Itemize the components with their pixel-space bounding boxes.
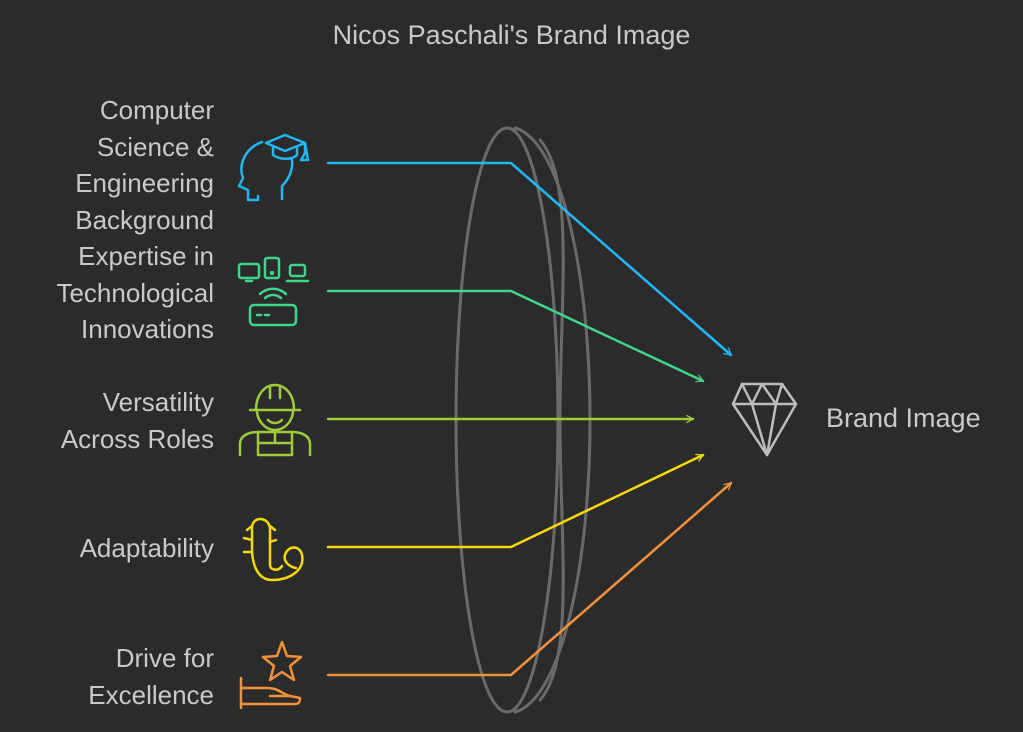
connector-tech <box>326 289 705 383</box>
label-line: Adaptability <box>79 533 214 563</box>
connector-cs <box>326 161 733 357</box>
label-line: Drive for <box>115 643 214 673</box>
input-label-drive: Drive for Excellence <box>88 640 214 713</box>
hand-star-icon <box>239 640 303 710</box>
devices-router-icon <box>237 256 310 327</box>
label-line: Excellence <box>88 679 214 710</box>
connector-adaptability <box>326 453 705 549</box>
label-line: Technological <box>56 277 214 308</box>
label-line: Computer <box>99 95 214 125</box>
label-line: Science & <box>96 131 214 162</box>
label-line: Expertise in <box>78 241 214 271</box>
label-line: Background <box>75 204 214 235</box>
worker-icon <box>238 383 312 457</box>
output-label: Brand Image <box>826 403 981 433</box>
label-line: Versatility <box>102 387 214 417</box>
label-line: Innovations <box>81 314 214 344</box>
input-label-tech-expertise: Expertise in Technological Innovations <box>56 238 214 348</box>
label-line: Across Roles <box>60 423 214 454</box>
diagram-title: Nicos Paschali's Brand Image <box>332 20 691 50</box>
diamond-icon <box>731 382 798 457</box>
input-label-cs-background: Computer Science & Engineering Backgroun… <box>75 92 214 238</box>
connector-drive <box>326 481 733 677</box>
salamander-icon <box>242 517 304 582</box>
label-line: Engineering <box>75 168 214 198</box>
graduate-head-icon <box>237 133 310 202</box>
input-label-versatility: Versatility Across Roles <box>61 384 214 457</box>
input-label-adaptability: Adaptability <box>80 530 214 567</box>
